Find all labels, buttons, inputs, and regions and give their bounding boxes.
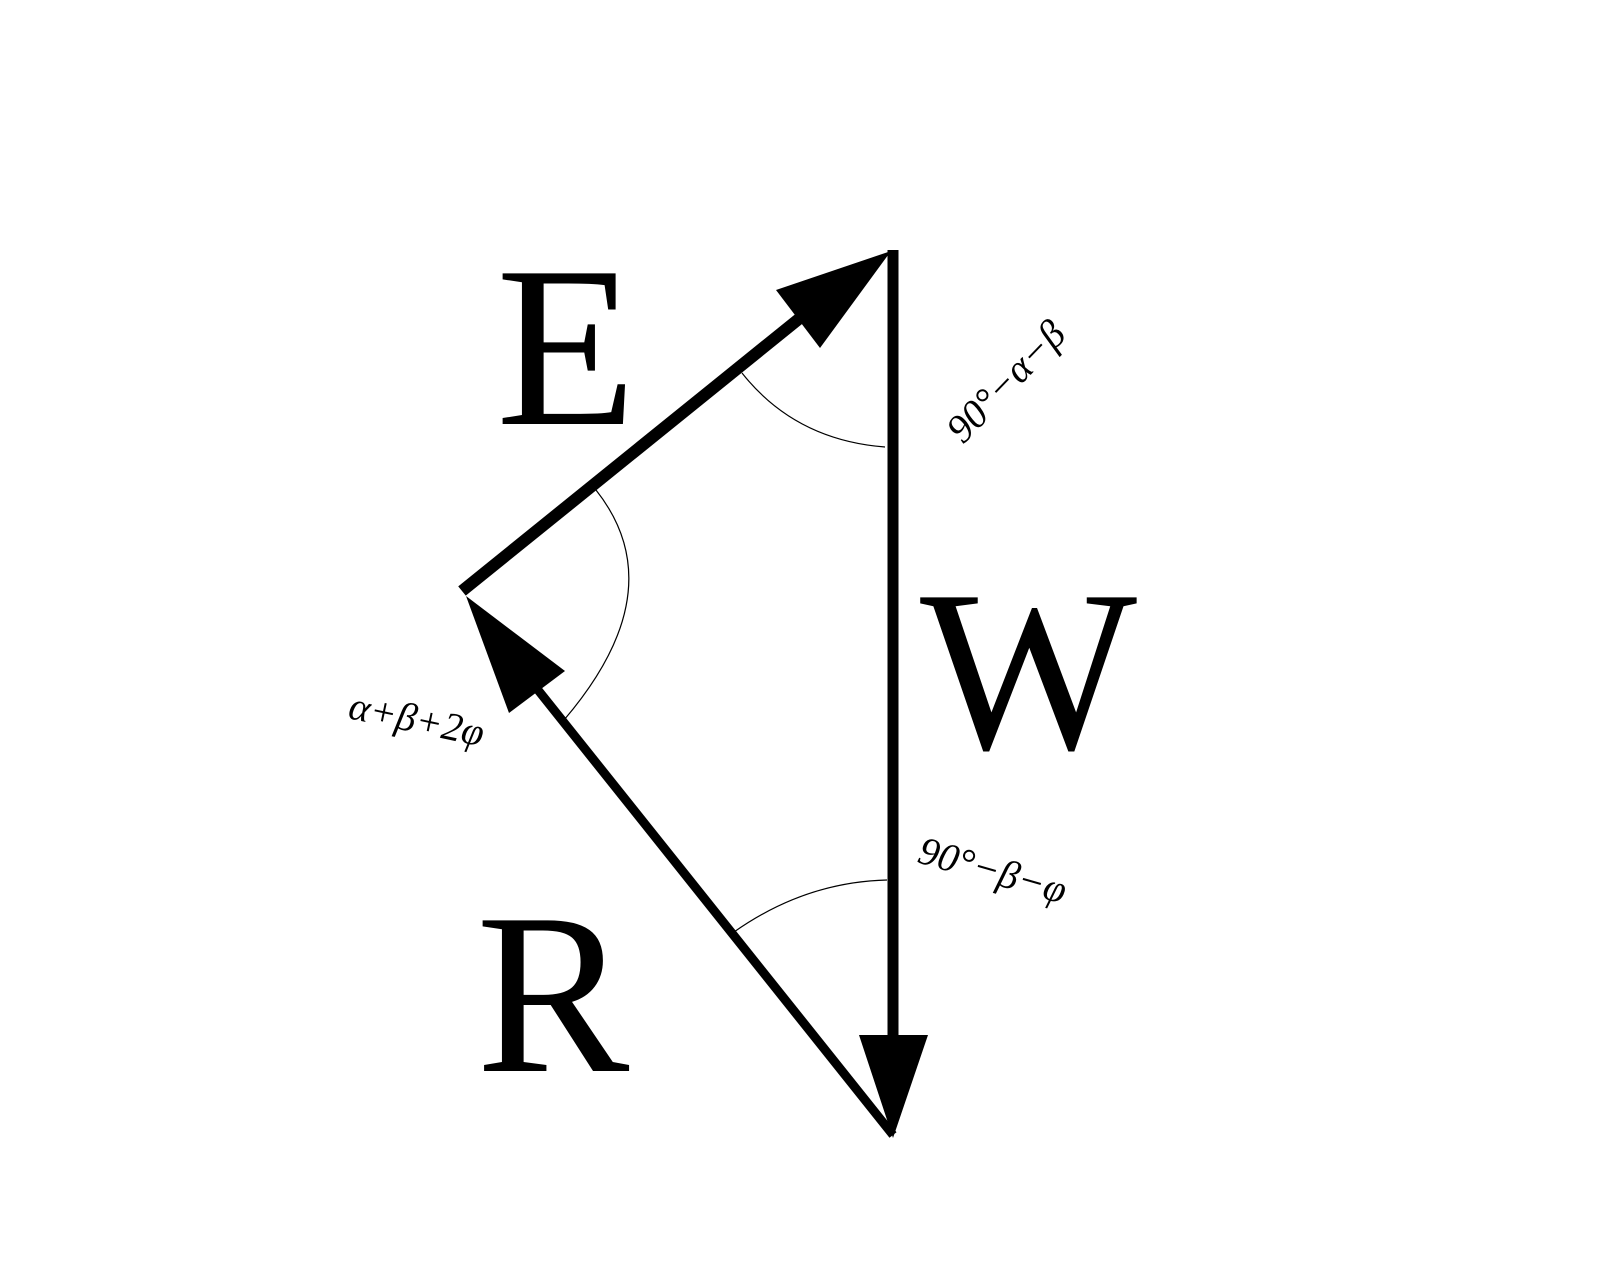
vector-e <box>458 251 891 596</box>
vector-r-arrowhead <box>466 596 565 713</box>
vector-w-label: W <box>920 543 1137 798</box>
vector-e-arrowhead <box>776 251 891 348</box>
vector-r <box>466 596 897 1138</box>
angle-label-bottom: 90°−β−φ <box>914 827 1073 912</box>
vector-e-shaft <box>458 313 804 596</box>
angle-label-top: 90°−α−β <box>937 311 1074 451</box>
vector-r-label: R <box>476 866 630 1121</box>
vector-w <box>859 250 928 1138</box>
angle-arc-top <box>741 372 886 448</box>
angle-arc-bottom <box>733 879 888 933</box>
angle-label-left: α+β+2φ <box>345 683 488 756</box>
angle-arc-left <box>563 489 630 721</box>
vector-w-arrowhead <box>859 1035 928 1138</box>
vector-r-shaft <box>534 687 897 1138</box>
vector-e-label: E <box>496 219 637 474</box>
